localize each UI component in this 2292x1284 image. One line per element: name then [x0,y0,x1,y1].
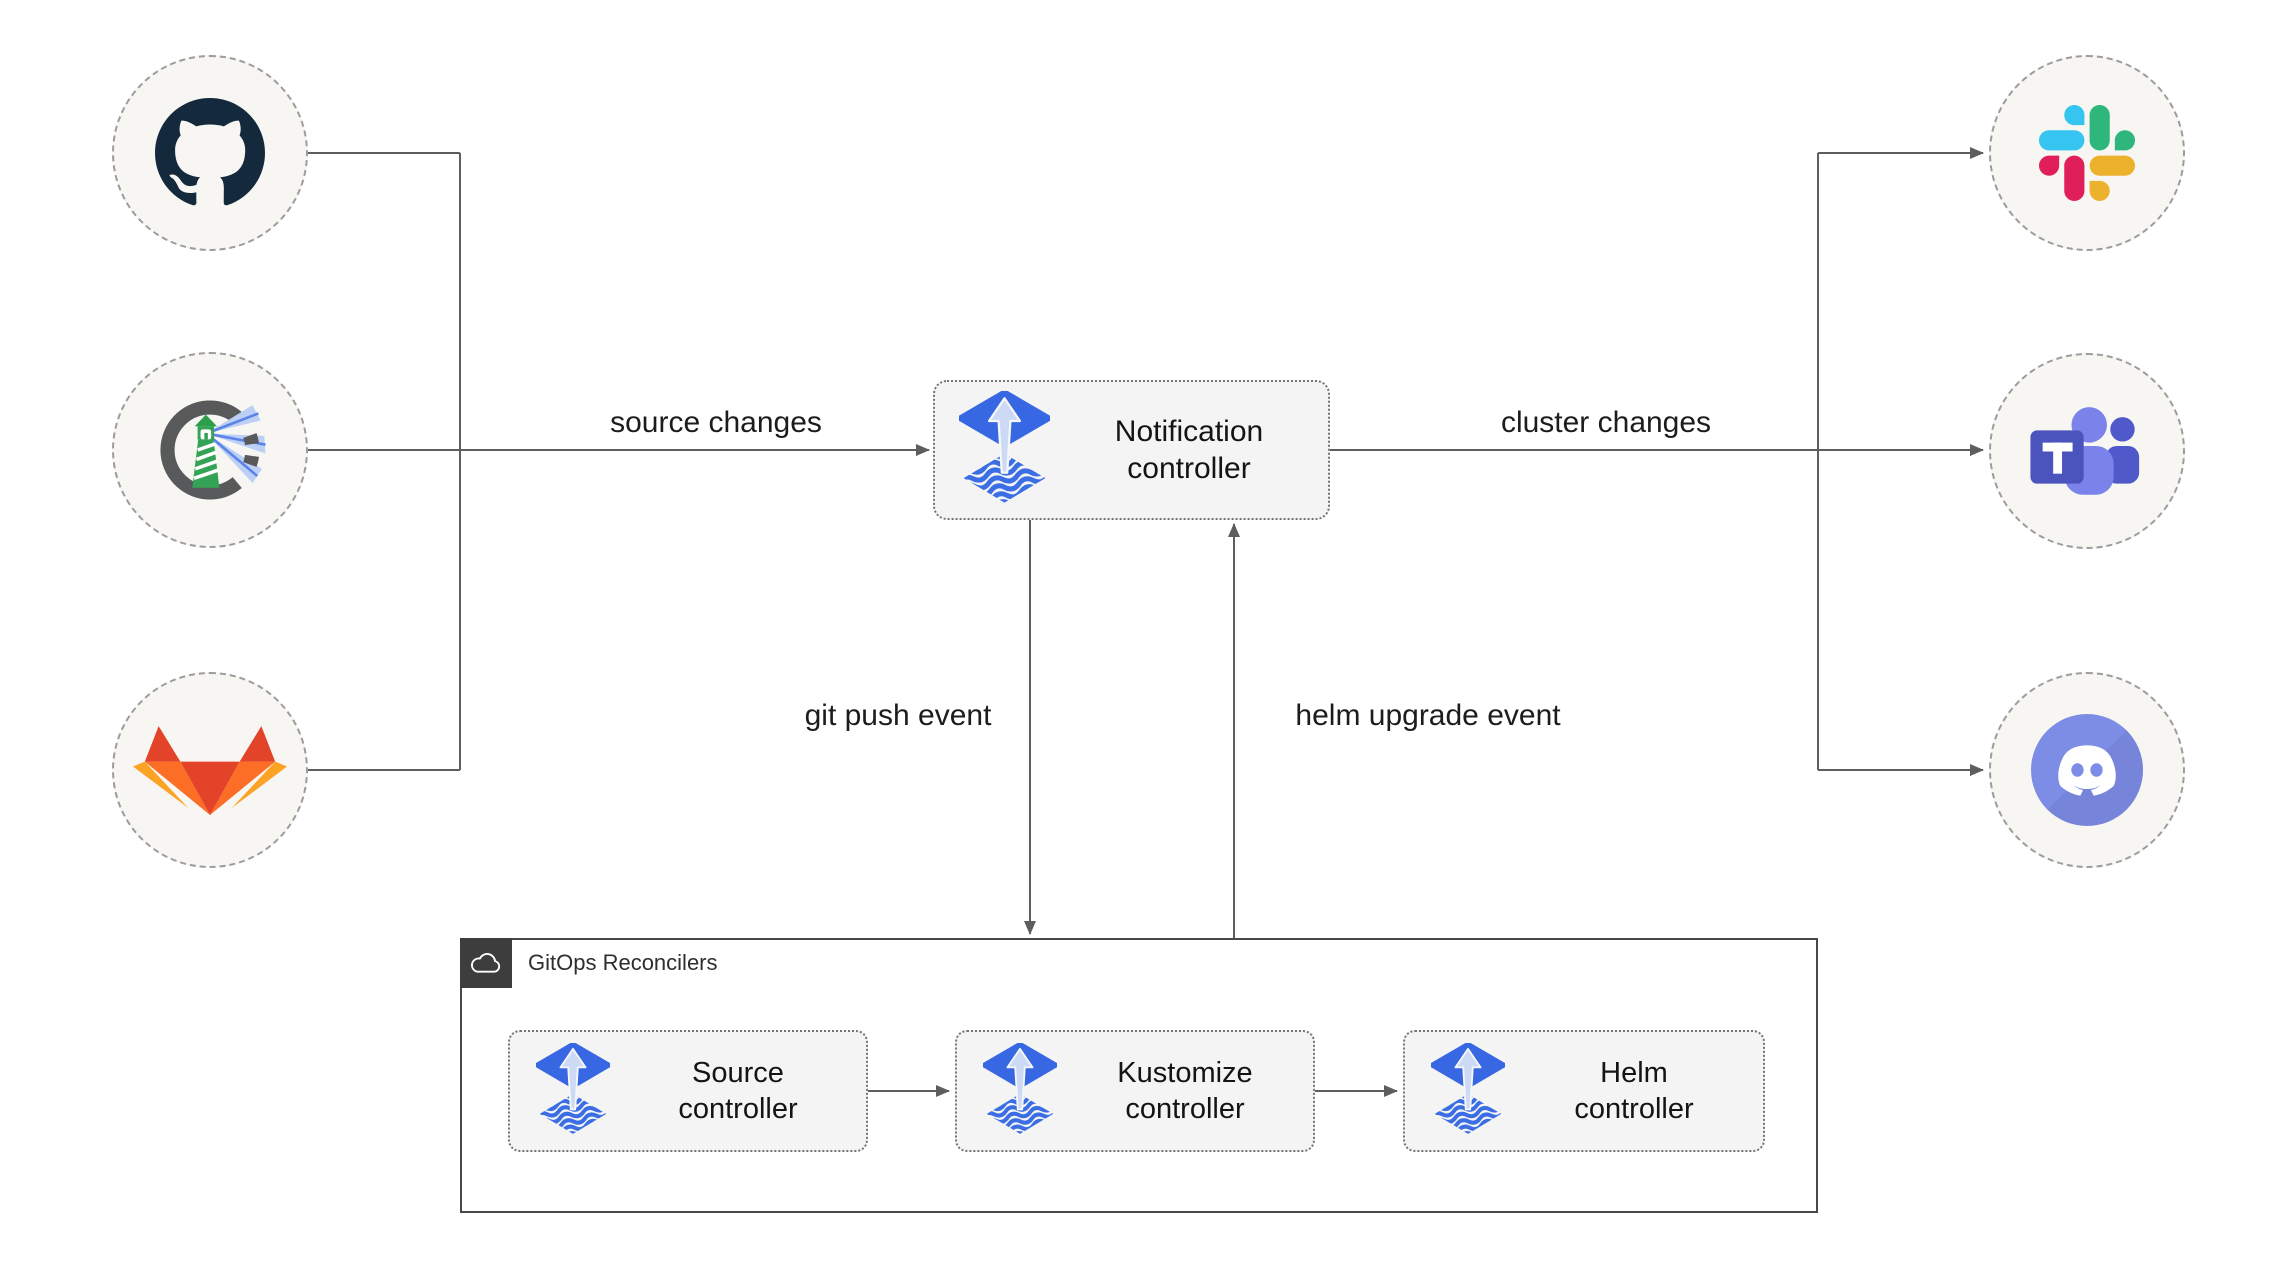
flux-icon [536,1043,610,1139]
gitlab-node [112,672,308,868]
slack-node [1989,55,2185,251]
flux-icon [1431,1043,1505,1139]
harbor-node [112,352,308,548]
helm-controller-box: Helm controller [1403,1030,1765,1152]
github-icon [155,98,265,206]
harbor-icon [160,400,266,500]
slack-icon [2039,105,2135,201]
discord-icon [2031,714,2143,826]
kustomize-controller-box: Kustomize controller [955,1030,1315,1152]
microsoft-teams-icon [2030,406,2140,495]
source-controller-box: Source controller [508,1030,868,1152]
container-badge [460,938,512,988]
cloud-icon [471,953,501,973]
discord-node [1989,672,2185,868]
edge-label-helm-upgrade-event: helm upgrade event [1295,699,1561,732]
edge-label-git-push-event: git push event [804,699,992,732]
notification-controller-label: Notification controller [1114,415,1264,485]
github-node [112,55,308,251]
container-title: GitOps Reconcilers [528,950,718,975]
flux-icon [959,391,1050,509]
teams-node [1989,353,2185,549]
edge-left-bus [308,152,461,771]
helm-controller-label: Helm controller [1574,1057,1694,1125]
kustomize-controller-label: Kustomize controller [1117,1057,1253,1125]
edge-label-source-changes: source changes [610,406,822,439]
gitlab-icon [132,725,288,815]
source-controller-label: Source controller [678,1057,798,1125]
flux-icon [983,1043,1057,1139]
gitops-reconcilers-container: GitOps Reconcilers [460,938,1818,1213]
edge-label-cluster-changes: cluster changes [1500,406,1712,439]
notification-controller-box: Notification controller [933,380,1330,520]
